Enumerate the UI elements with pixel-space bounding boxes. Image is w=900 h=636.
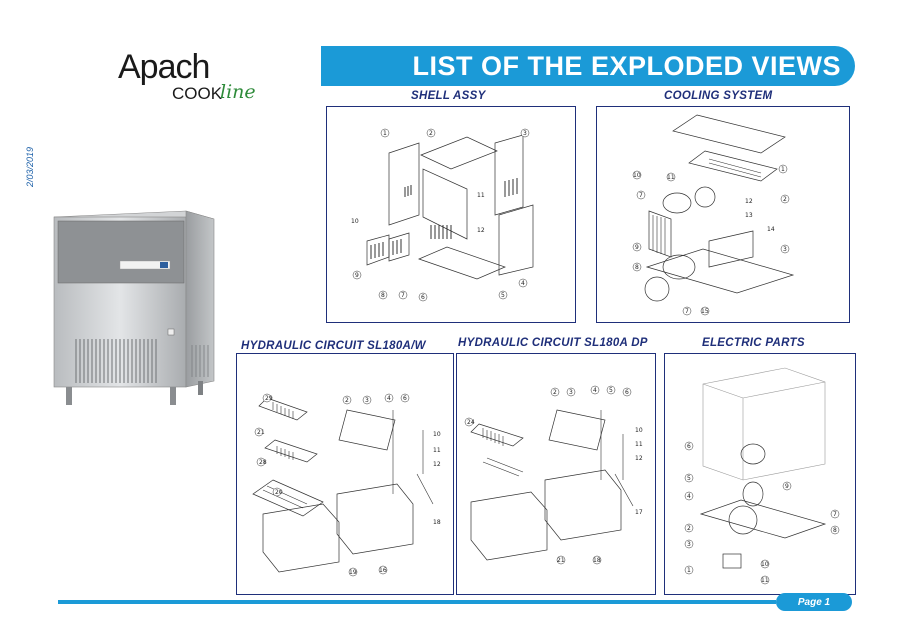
svg-text:4: 4	[593, 387, 597, 394]
svg-text:3: 3	[523, 130, 527, 137]
svg-text:28: 28	[259, 459, 267, 466]
svg-text:7: 7	[401, 292, 405, 299]
svg-text:9: 9	[355, 272, 359, 279]
date-text: 2/03/2019	[25, 146, 36, 188]
svg-text:2: 2	[783, 196, 787, 203]
svg-text:18: 18	[433, 519, 441, 526]
logo-brand: Apach	[118, 48, 210, 86]
svg-text:18: 18	[593, 557, 601, 564]
footer-rule	[58, 600, 776, 604]
svg-text:2: 2	[687, 525, 691, 532]
svg-text:1: 1	[383, 130, 387, 137]
svg-text:6: 6	[421, 294, 425, 301]
svg-text:2: 2	[553, 389, 557, 396]
electric-drawing: 6 5 4 2 3 1 9 7 8 10 11	[684, 367, 840, 585]
svg-text:2: 2	[345, 397, 349, 404]
page-number-tab: Page 1	[776, 593, 852, 611]
svg-text:8: 8	[635, 264, 639, 271]
ice-maker-photo	[50, 205, 218, 415]
svg-text:6: 6	[625, 389, 629, 396]
svg-text:3: 3	[687, 541, 691, 548]
svg-text:10: 10	[633, 172, 641, 179]
svg-text:10: 10	[433, 431, 441, 438]
svg-text:8: 8	[381, 292, 385, 299]
svg-text:11: 11	[667, 174, 675, 181]
date-stamp: 2/03/2019	[25, 140, 44, 200]
section-title-hydraulic-dp: HYDRAULIC CIRCUIT SL180A DP	[458, 337, 648, 349]
svg-text:7: 7	[833, 511, 837, 518]
svg-text:12: 12	[635, 455, 643, 462]
svg-text:29: 29	[265, 395, 273, 402]
svg-text:7: 7	[639, 192, 643, 199]
svg-text:15: 15	[701, 308, 709, 315]
svg-text:3: 3	[783, 246, 787, 253]
exploded-view-electric[interactable]: 6 5 4 2 3 1 9 7 8 10 11	[664, 353, 856, 595]
svg-text:21: 21	[257, 429, 265, 436]
svg-text:19: 19	[349, 569, 357, 576]
svg-text:4: 4	[687, 493, 691, 500]
svg-text:7: 7	[685, 308, 689, 315]
svg-text:12: 12	[433, 461, 441, 468]
svg-text:12: 12	[477, 227, 485, 234]
svg-text:4: 4	[387, 395, 391, 402]
svg-text:2: 2	[429, 130, 433, 137]
section-title-electric: ELECTRIC PARTS	[702, 337, 805, 349]
section-title-hydraulic-w: HYDRAULIC CIRCUIT SL180A/W	[241, 340, 426, 352]
svg-text:21: 21	[557, 557, 565, 564]
brand-logo: Apach COOK line	[118, 48, 268, 108]
svg-text:5: 5	[687, 475, 691, 482]
svg-text:3: 3	[569, 389, 573, 396]
svg-text:20: 20	[275, 489, 283, 496]
logo-line: line	[220, 81, 256, 103]
svg-text:4: 4	[521, 280, 525, 287]
svg-text:1: 1	[687, 567, 691, 574]
svg-text:11: 11	[761, 577, 769, 584]
page-number: Page 1	[797, 596, 831, 608]
svg-text:16: 16	[379, 567, 387, 574]
svg-text:9: 9	[635, 244, 639, 251]
svg-text:8: 8	[833, 527, 837, 534]
logo-cook: COOK	[172, 84, 223, 103]
svg-text:9: 9	[785, 483, 789, 490]
svg-text:11: 11	[433, 447, 441, 454]
svg-text:10: 10	[351, 218, 359, 225]
svg-text:11: 11	[477, 192, 485, 199]
section-title-cooling: COOLING SYSTEM	[664, 90, 773, 102]
svg-text:6: 6	[687, 443, 691, 450]
svg-text:10: 10	[635, 427, 643, 434]
svg-text:17: 17	[635, 509, 643, 516]
svg-text:5: 5	[501, 292, 505, 299]
svg-text:11: 11	[635, 441, 643, 448]
svg-text:12: 12	[745, 198, 753, 205]
exploded-view-hydraulic-dp[interactable]: 24 2 3 4 5 6 18 21 10 11 12 17	[456, 353, 656, 595]
hydraulic-w-drawing: 29 21 28 20 2 3 4 6 19 16 10 11 12 18	[252, 393, 441, 577]
page-title-banner: LIST OF THE EXPLODED VIEWS	[321, 46, 855, 86]
svg-text:13: 13	[745, 212, 753, 219]
section-title-shell: SHELL ASSY	[411, 90, 486, 102]
svg-text:1: 1	[781, 166, 785, 173]
page-title: LIST OF THE EXPLODED VIEWS	[412, 50, 841, 81]
svg-text:14: 14	[767, 226, 775, 233]
svg-text:5: 5	[609, 387, 613, 394]
svg-text:24: 24	[467, 419, 475, 426]
exploded-view-hydraulic-w[interactable]: 29 21 28 20 2 3 4 6 19 16 10 11 12 18	[236, 353, 454, 595]
svg-text:6: 6	[403, 395, 407, 402]
svg-text:3: 3	[365, 397, 369, 404]
hydraulic-dp-drawing: 24 2 3 4 5 6 18 21 10 11 12 17	[464, 385, 643, 565]
svg-text:10: 10	[761, 561, 769, 568]
